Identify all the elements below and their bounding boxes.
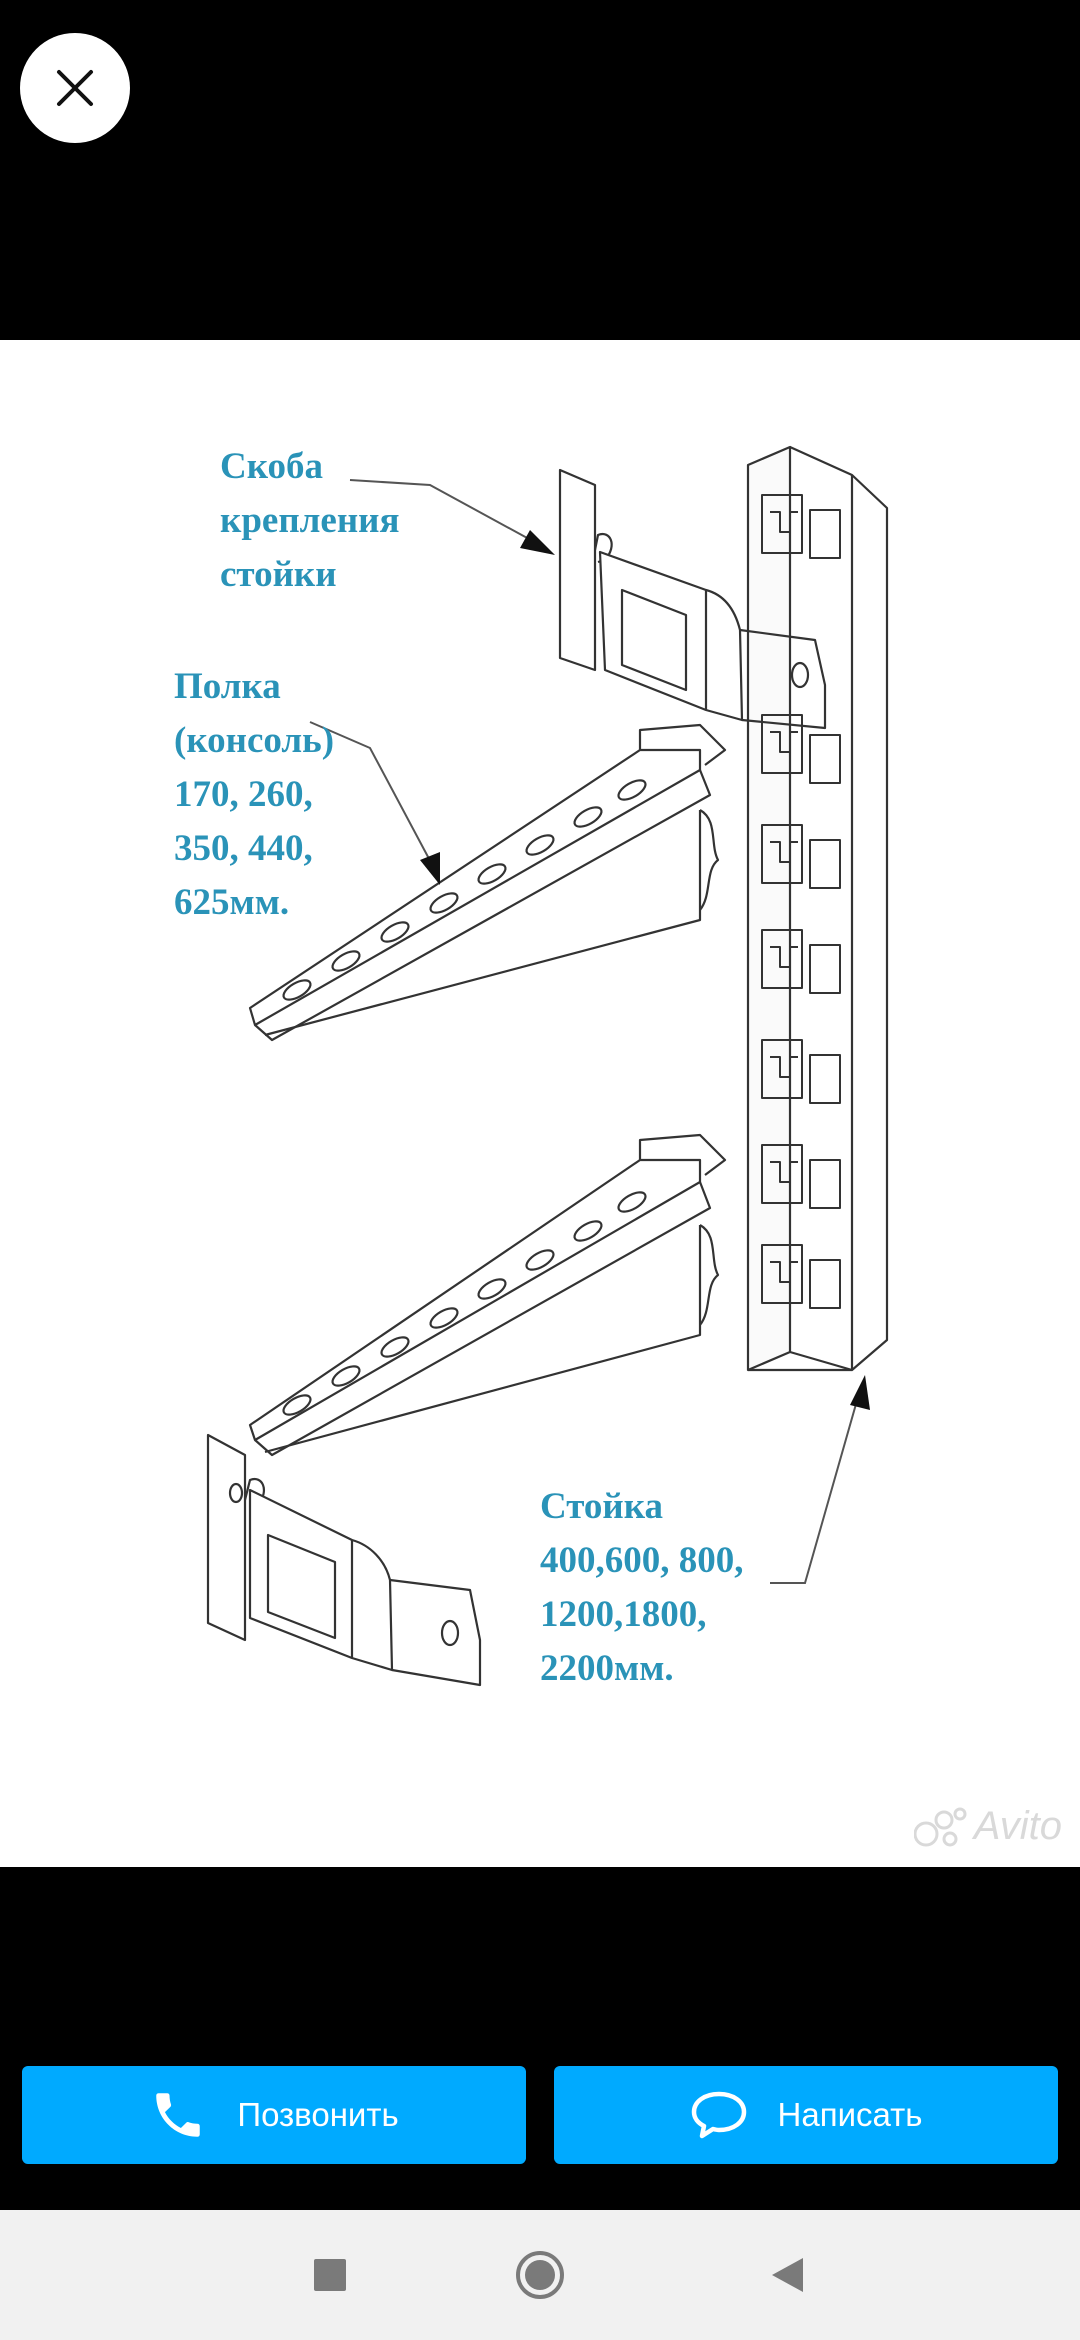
- close-button[interactable]: [20, 33, 130, 143]
- shelf-label: Полка (консоль) 170, 260, 350, 440, 625м…: [174, 666, 335, 923]
- cable-tray-bracket-drawing: [206, 445, 889, 1687]
- listing-photo[interactable]: Скоба крепления стойки Полка (консоль) 1…: [0, 340, 1080, 1867]
- watermark-text: Avito: [973, 1804, 1062, 1848]
- avito-watermark: Avito: [913, 1804, 1062, 1849]
- recents-button[interactable]: [305, 2250, 355, 2300]
- home-button[interactable]: [515, 2250, 565, 2300]
- triangle-back-icon: [772, 2258, 803, 2292]
- close-icon: [57, 70, 93, 106]
- message-button-label: Написать: [777, 2096, 923, 2133]
- call-button-label: Позвонить: [237, 2096, 399, 2133]
- system-navigation-bar: [0, 2210, 1080, 2340]
- phone-icon: [149, 2086, 207, 2144]
- call-button[interactable]: Позвонить: [22, 2066, 526, 2164]
- square-icon: [314, 2259, 346, 2291]
- circle-icon: [516, 2251, 564, 2299]
- message-button[interactable]: Написать: [554, 2066, 1058, 2164]
- avito-logo-icon: [913, 1807, 967, 1846]
- chat-bubble-icon: [690, 2089, 748, 2141]
- post-label: Стойка 400,600, 800, 1200,1800, 2200мм.: [540, 1486, 744, 1689]
- back-button[interactable]: [762, 2250, 812, 2300]
- bracket-label: Скоба крепления стойки: [220, 446, 400, 595]
